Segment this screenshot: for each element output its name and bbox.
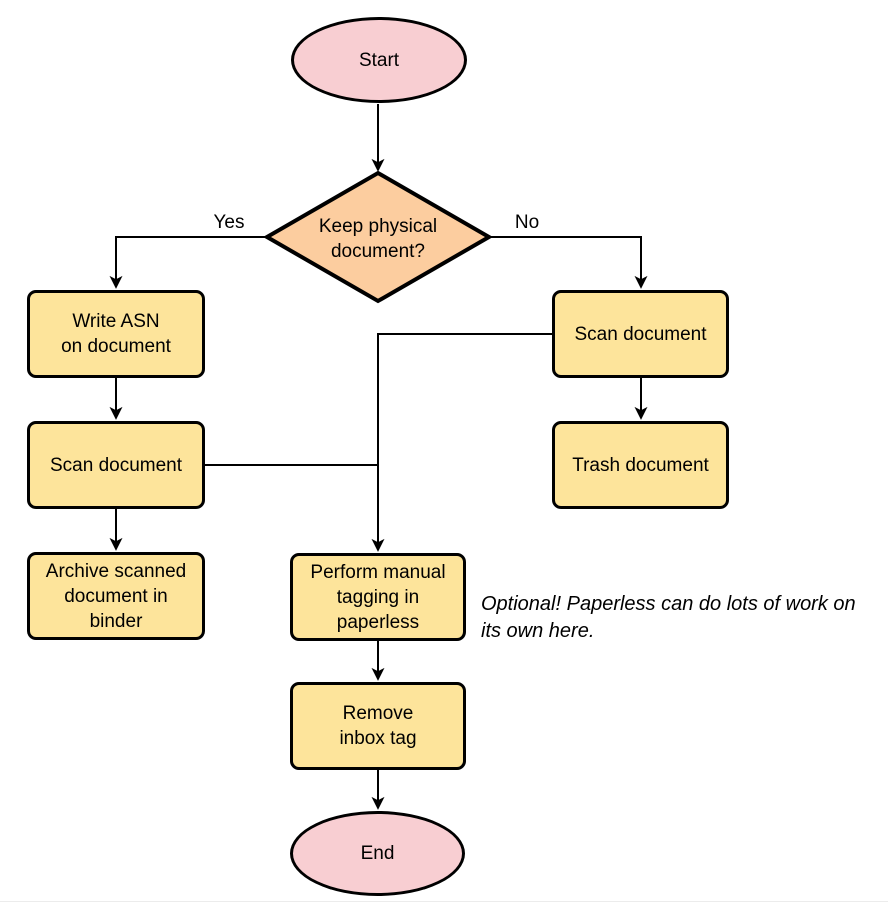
edge-scan-right-to-tagging [371, 333, 552, 552]
node-scan-document-left-label: Scan document [49, 454, 183, 476]
node-scan-document-right-label: Scan document [574, 323, 707, 345]
node-scan-document-right: Scan document [552, 290, 729, 378]
node-decision-label: Keep physical document? [318, 216, 438, 262]
node-write-asn: Write ASN on document [27, 290, 205, 378]
node-start-label: Start [358, 49, 400, 71]
bottom-divider [0, 901, 888, 902]
node-write-asn-label: Write ASN on document [61, 311, 171, 357]
node-trash-document: Trash document [552, 421, 729, 509]
edge-decision-to-scan-right [489, 236, 648, 289]
node-remove-inbox-tag-label: Remove inbox tag [339, 703, 417, 749]
edge-label-no: No [514, 212, 540, 233]
node-manual-tagging: Perform manual tagging in paperless [290, 553, 466, 641]
node-archive-document-label: Archive scanned document in binder [45, 560, 187, 632]
node-end-label: End [360, 843, 395, 864]
optional-annotation-text: Optional! Paperless can do lots of work … [481, 593, 856, 642]
node-trash-document-label: Trash document [572, 454, 709, 476]
node-start: Start [291, 17, 467, 103]
edge-decision-to-write-asn [109, 236, 267, 289]
node-end: End [290, 811, 465, 896]
edge-label-yes: Yes [213, 212, 245, 233]
node-archive-document: Archive scanned document in binder [27, 552, 205, 640]
node-remove-inbox-tag: Remove inbox tag [290, 682, 466, 770]
node-manual-tagging-label: Perform manual tagging in paperless [310, 561, 446, 633]
decision-diamond-shape [262, 170, 494, 304]
node-scan-document-left: Scan document [27, 421, 205, 509]
